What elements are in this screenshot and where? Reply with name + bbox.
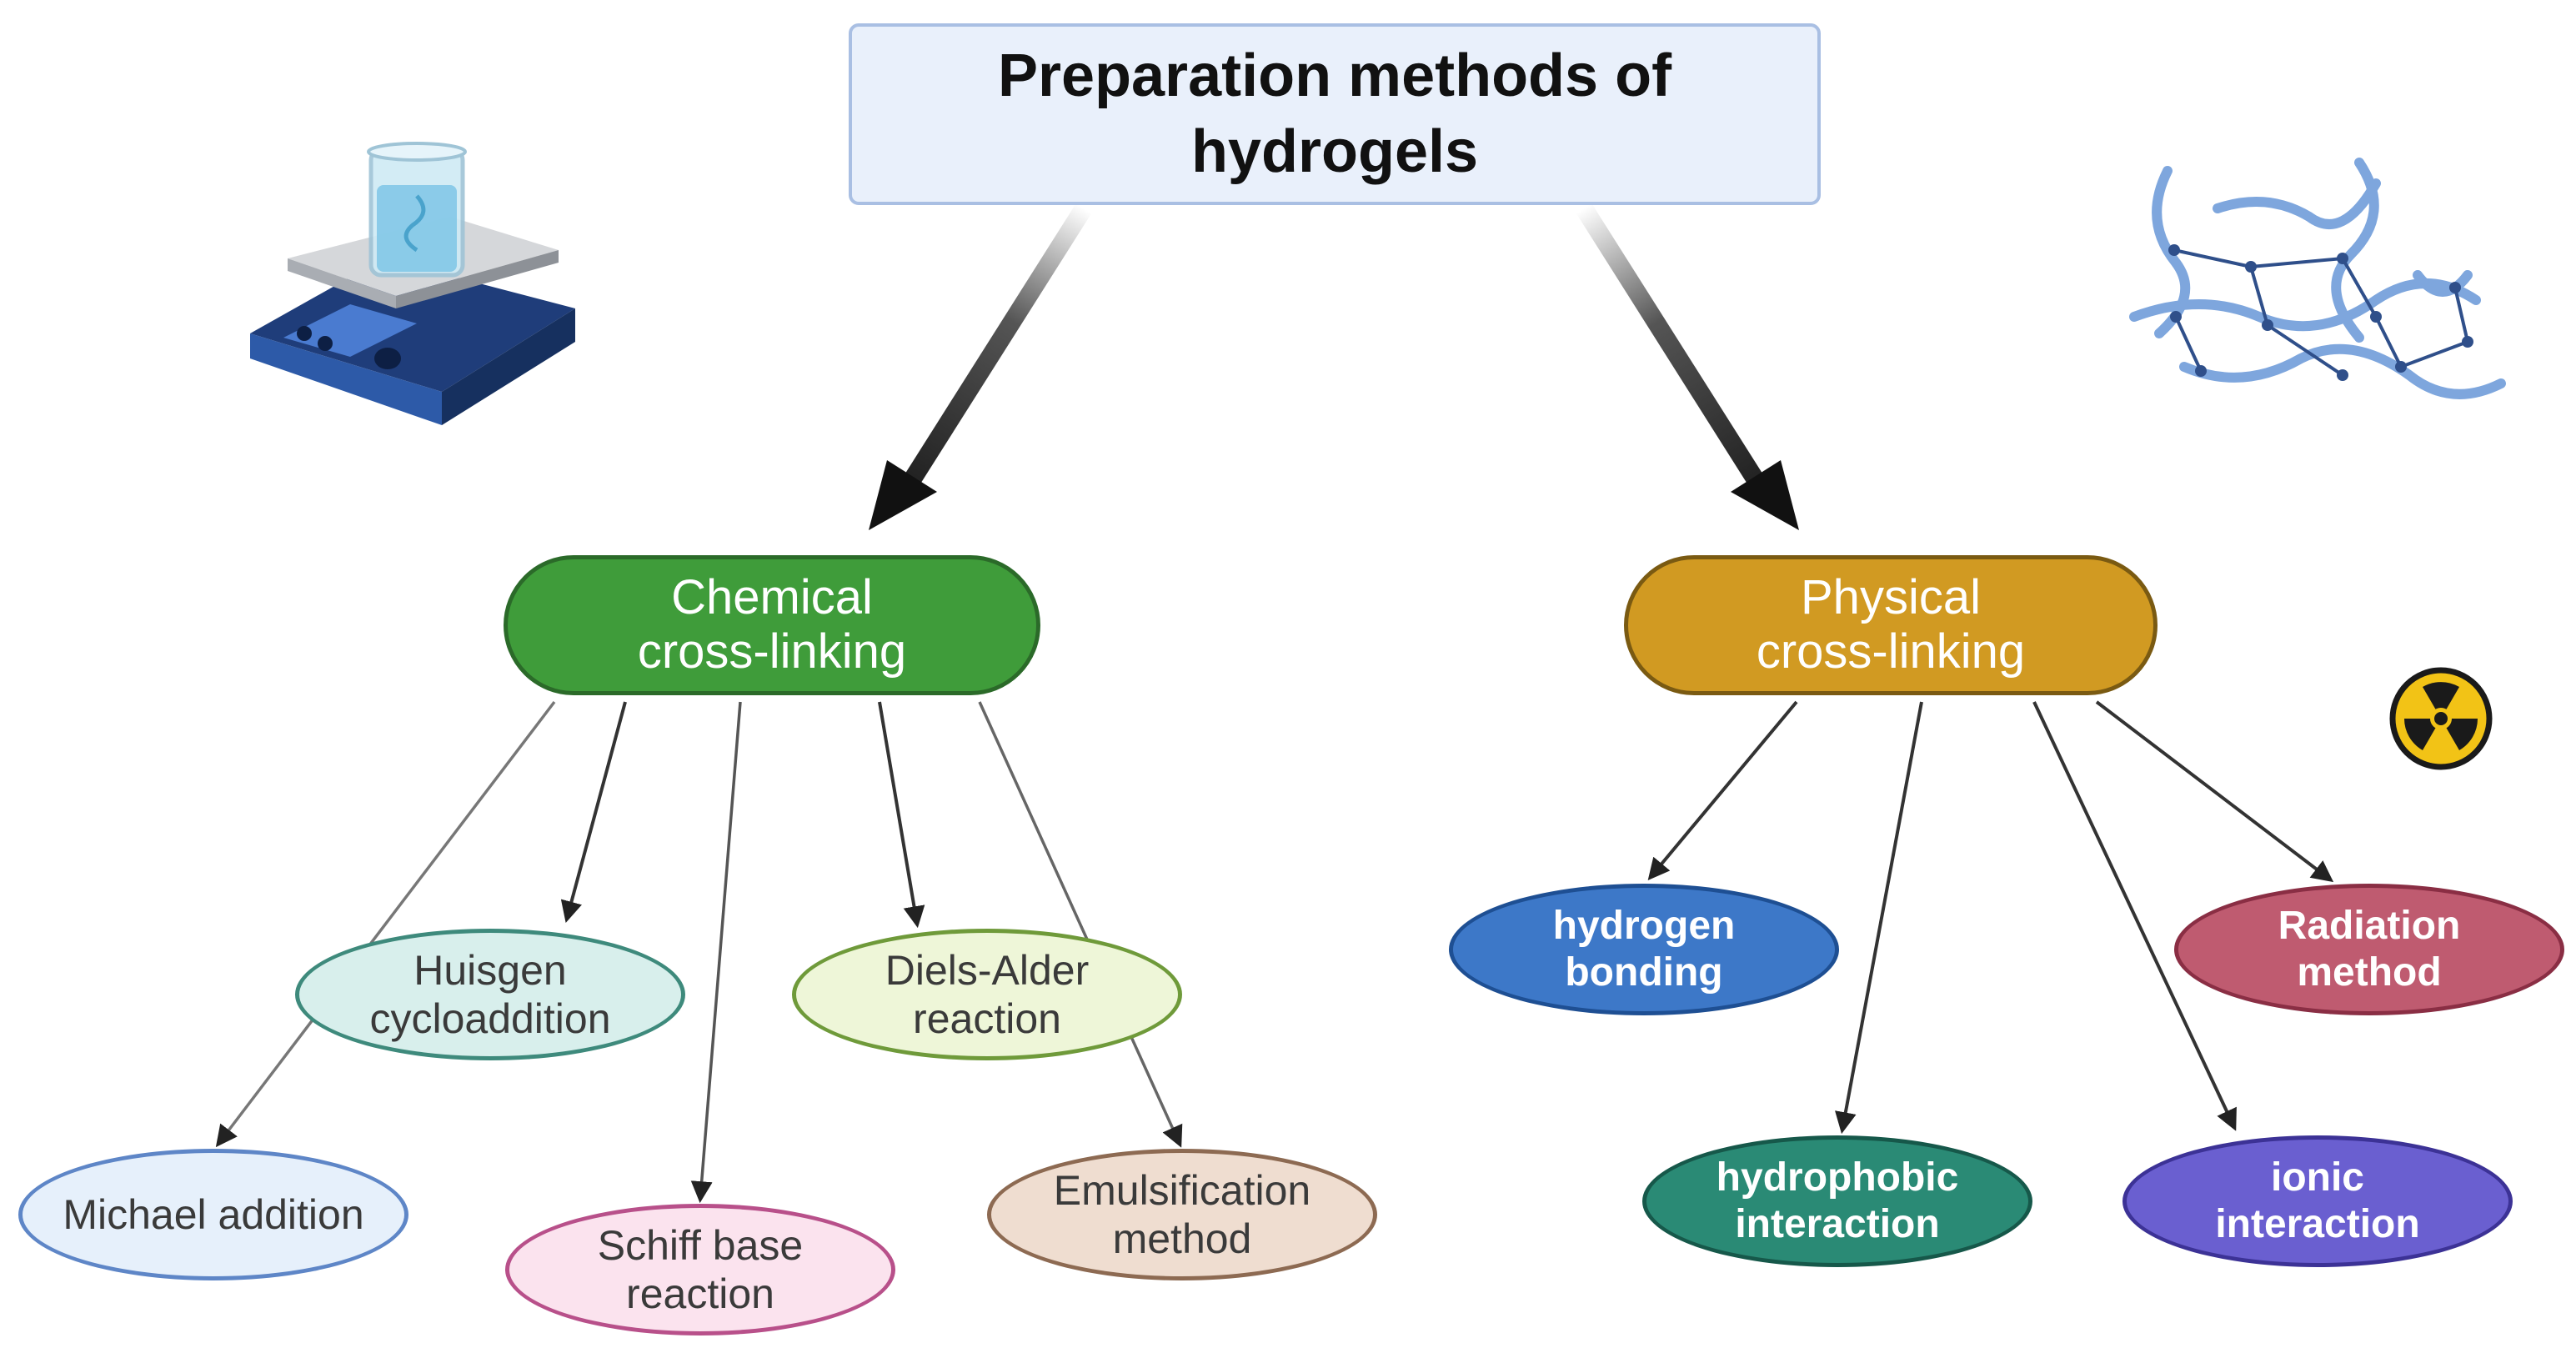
chemical-cross-linking-node: Chemical cross-linking	[504, 555, 1040, 695]
schiff-line-1: Schiff base	[597, 1222, 804, 1269]
schiff-base-reaction-node: Schiff base reaction	[505, 1204, 895, 1335]
main-arrow-left	[869, 199, 1093, 530]
connector-hydrogen	[1647, 700, 1798, 880]
ionic-line-1: ionic	[2270, 1155, 2364, 1200]
radiation-line-2: method	[2297, 950, 2442, 995]
chemical-connectors	[215, 700, 1183, 1204]
ionic-line-2: interaction	[2215, 1202, 2420, 1246]
connector-ionic	[2032, 701, 2237, 1131]
connector-radiation	[2095, 700, 2334, 883]
hydrophobic-line-2: interaction	[1735, 1202, 1940, 1246]
connector-michael	[215, 700, 556, 1148]
diagram-title: Preparation methods of hydrogels	[849, 23, 1821, 205]
main-arrow-right	[1575, 199, 1799, 530]
schiff-line-2: reaction	[626, 1270, 774, 1317]
huisgen-line-1: Huisgen	[413, 947, 567, 994]
connector-emulsification	[978, 701, 1183, 1148]
emulsification-method-node: Emulsification method	[987, 1149, 1377, 1280]
chemical-label-line-2: cross-linking	[637, 624, 907, 679]
connector-hydrophobic	[1835, 701, 1923, 1135]
hydrogen-line-2: bonding	[1565, 950, 1723, 995]
physical-label-line-2: cross-linking	[1756, 624, 2026, 679]
hydrophobic-line-1: hydrophobic	[1716, 1155, 1959, 1200]
connector-huisgen	[560, 701, 627, 924]
chemical-label-line-1: Chemical	[671, 570, 873, 625]
huisgen-line-2: cycloaddition	[369, 995, 611, 1042]
hydrogen-line-1: hydrogen	[1552, 904, 1736, 949]
connector-schiff	[690, 701, 742, 1204]
hydrophobic-interaction-node: hydrophobic interaction	[1642, 1135, 2032, 1267]
polymer-network-icon	[2129, 158, 2506, 399]
diels-alder-line-2: reaction	[913, 995, 1061, 1042]
radiation-method-node: Radiation method	[2174, 884, 2564, 1015]
title-line-2: hydrogels	[1190, 118, 1479, 185]
radiation-line-1: Radiation	[2278, 904, 2461, 949]
radiation-hazard-icon	[2389, 667, 2493, 770]
ionic-interaction-node: ionic interaction	[2122, 1135, 2513, 1267]
diels-alder-reaction-node: Diels-Alder reaction	[792, 929, 1182, 1060]
huisgen-cycloaddition-node: Huisgen cycloaddition	[295, 929, 685, 1060]
hydrogen-bonding-node: hydrogen bonding	[1449, 884, 1839, 1015]
physical-cross-linking-node: Physical cross-linking	[1624, 555, 2158, 695]
physical-connectors	[1647, 700, 2334, 1135]
diels-alder-line-1: Diels-Alder	[885, 947, 1090, 994]
physical-label-line-1: Physical	[1801, 570, 1981, 625]
hotplate-stirrer-icon	[250, 142, 575, 425]
connector-diels-alder	[878, 701, 925, 929]
emulsification-line-1: Emulsification	[1053, 1167, 1311, 1214]
emulsification-line-2: method	[1112, 1215, 1252, 1262]
michael-line-1: Michael addition	[63, 1191, 364, 1238]
title-line-1: Preparation methods of	[997, 43, 1672, 110]
michael-addition-node: Michael addition	[18, 1149, 408, 1280]
